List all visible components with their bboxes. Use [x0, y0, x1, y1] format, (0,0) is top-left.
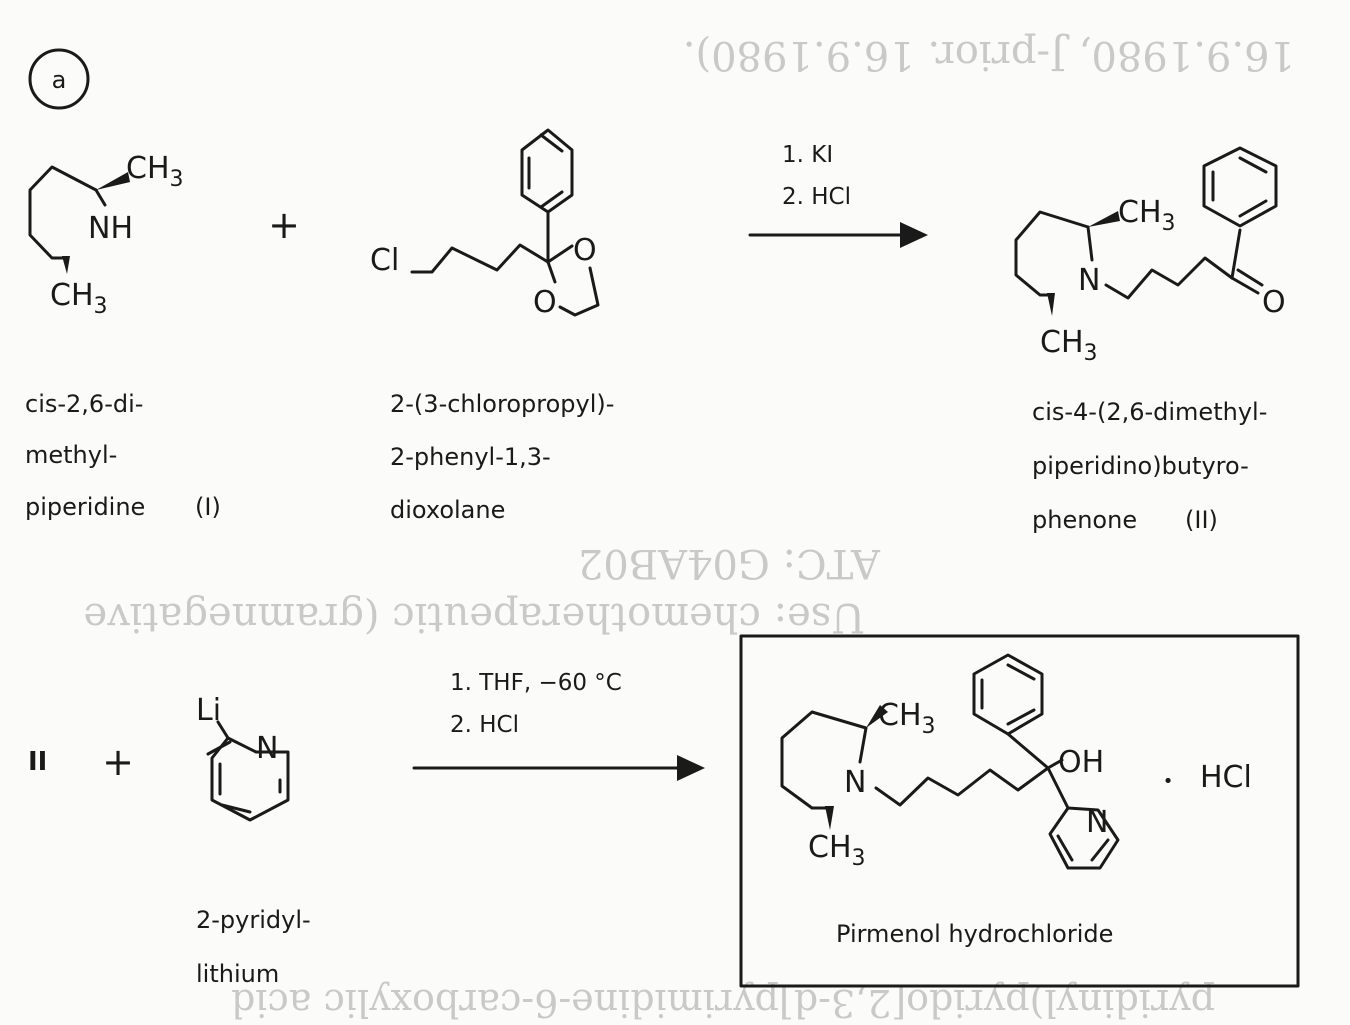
atom-oh: OH	[1058, 745, 1104, 780]
name-line-1: cis-2,6-di-	[25, 390, 143, 418]
butyrophenone-structure: N O CH3 CH3	[1014, 146, 1286, 366]
name-line-3: phenone	[1032, 506, 1137, 534]
plus-sign-2: +	[102, 740, 134, 784]
ghost-atc: ATC: G04AB02	[578, 540, 881, 586]
pyridyllithium-name: 2-pyridyl- lithium	[196, 906, 311, 988]
atom-n: N	[844, 765, 866, 800]
name-line-2: methyl-	[25, 441, 117, 469]
atom-li: Li	[196, 693, 221, 728]
name-line-2: piperidino)butyro-	[1032, 452, 1249, 480]
ghost-use: Use: chemotherapeutic (gramnegative	[83, 594, 865, 640]
atom-ch3-top: CH3	[878, 698, 936, 739]
compound-label-II: (II)	[1185, 506, 1218, 534]
plus-sign-1: +	[268, 203, 300, 247]
name-line-1: cis-4-(2,6-dimethyl-	[1032, 398, 1267, 426]
atom-ch3-bottom: CH3	[1040, 325, 1098, 366]
product-name: Pirmenol hydrochloride	[836, 920, 1113, 948]
atom-o: O	[1262, 285, 1286, 320]
name-line-1: 2-pyridyl-	[196, 906, 311, 934]
pyridyllithium-structure: Li N	[196, 693, 290, 822]
salt-dot: •	[1163, 771, 1174, 792]
condition-1-step-2: 2. HCl	[782, 184, 851, 210]
pirmenol-product-box: N OH N CH3 CH3 • HCl Pirmenol hydrochlor…	[739, 634, 1300, 988]
atom-o-upper: O	[573, 233, 597, 268]
dimethylpiperidine-name: cis-2,6-di- methyl- piperidine (I)	[25, 390, 221, 521]
dimethylpiperidine-structure: NH CH3 CH3	[28, 151, 184, 319]
compound-label-I: (I)	[195, 493, 221, 521]
atom-ch3-bottom: CH3	[808, 830, 866, 871]
atom-cl: Cl	[370, 243, 399, 278]
ghost-text: 16.9.1980, J-prior. 16.9.1980). ATC: G04…	[83, 32, 1295, 1025]
ghost-bottom: pyridinyl)pyrido[2,3-d]pyrimidine-6-carb…	[231, 981, 1215, 1025]
butyrophenone-name: cis-4-(2,6-dimethyl- piperidino)butyro- …	[1032, 398, 1267, 534]
atom-pyridine-n: N	[1086, 805, 1108, 840]
atom-ch3-top: CH3	[1118, 195, 1176, 236]
chloropropyl-dioxolane-name: 2-(3-chloropropyl)- 2-phenyl-1,3- dioxol…	[390, 390, 614, 524]
name-line-2: lithium	[196, 960, 279, 988]
product-frame	[739, 634, 1300, 988]
condition-1-step-1: 1. KI	[782, 142, 833, 168]
condition-2-step-1: 1. THF, −60 °C	[450, 670, 622, 696]
atom-ch3-top: CH3	[126, 151, 184, 192]
atom-nh: NH	[88, 211, 133, 246]
atom-n: N	[256, 731, 278, 766]
atom-n: N	[1078, 263, 1100, 298]
panel-label: a	[28, 48, 90, 110]
panel-label-circle	[28, 48, 90, 110]
panel-label-text: a	[52, 66, 67, 94]
name-line-3: piperidine	[25, 493, 145, 521]
reaction-arrow-1: 1. KI 2. HCl	[748, 142, 928, 248]
name-line-3: dioxolane	[390, 496, 505, 524]
chloropropyl-dioxolane-structure: Cl O O	[370, 128, 600, 320]
ghost-header: 16.9.1980, J-prior. 16.9.1980).	[683, 32, 1295, 78]
atom-ch3-bottom: CH3	[50, 278, 108, 319]
atom-o-lower: O	[533, 285, 557, 320]
condition-2-step-2: 2. HCl	[450, 712, 519, 738]
compound-ref-II: II	[28, 747, 47, 777]
name-line-1: 2-(3-chloropropyl)-	[390, 390, 614, 418]
name-line-2: 2-phenyl-1,3-	[390, 443, 551, 471]
salt-hcl: HCl	[1200, 760, 1252, 795]
reaction-arrow-2: 1. THF, −60 °C 2. HCl	[412, 670, 705, 781]
